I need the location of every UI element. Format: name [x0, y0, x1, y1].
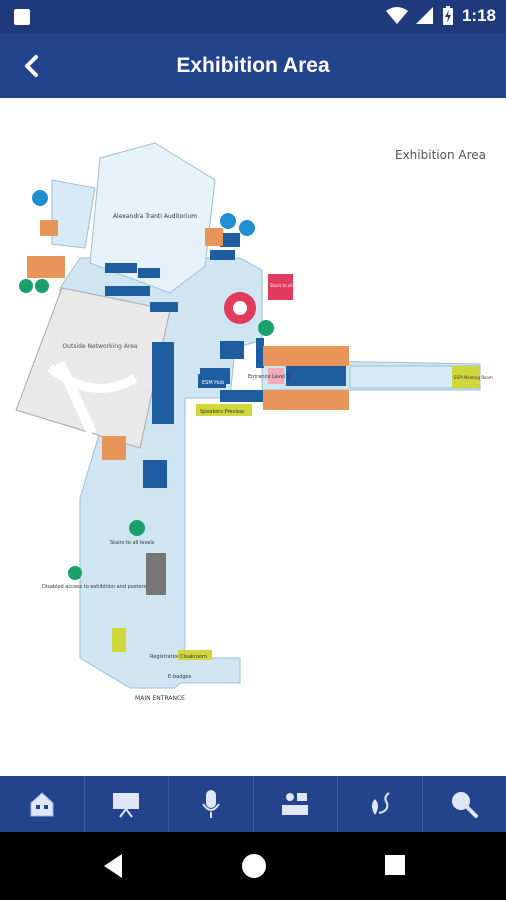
map-heading: Exhibition Area [395, 148, 486, 162]
floor-plan[interactable]: Alexandra Tranti Auditorium Outside Netw… [0, 98, 506, 776]
badges-label: E-badges [168, 674, 192, 680]
exhibitor-desk-icon [282, 793, 309, 815]
stairs-callout [268, 274, 293, 300]
toilet-icon [32, 190, 48, 206]
disabled-access-icon [68, 566, 82, 580]
home-circle-icon[interactable] [240, 852, 268, 880]
back-triangle-icon[interactable] [100, 852, 126, 880]
search-icon [452, 792, 479, 818]
cloakroom [178, 650, 212, 660]
accessible-icon [220, 213, 255, 236]
back-arrow-icon[interactable] [18, 52, 46, 80]
lift-icon [258, 320, 274, 336]
speakers-label: Speakers Preview [200, 409, 244, 415]
system-navigation-bar [0, 832, 506, 900]
auditorium-label: Alexandra Tranti Auditorium [113, 213, 197, 220]
hall-north [263, 346, 349, 366]
service-north [205, 228, 223, 246]
battery-charging-icon [442, 6, 453, 25]
left-room [51, 179, 96, 249]
main-entrance-label: MAIN ENTRANCE [135, 695, 185, 702]
registration-label: Registration [150, 654, 180, 660]
auditorium-area [89, 142, 216, 294]
stairs-core [233, 301, 247, 315]
espi-meeting-room [452, 366, 480, 388]
cloakroom-label: Cloakroom [180, 654, 207, 660]
left-room-booth [40, 220, 58, 236]
lift-icon-lower [129, 520, 145, 536]
espi-label: ESPI Meeting Room [454, 375, 493, 380]
tab-floorplan[interactable] [338, 776, 423, 832]
outside-walkway [47, 364, 138, 393]
accessible-lift-icon [19, 279, 49, 293]
page-title: Exhibition Area [176, 54, 330, 77]
entrance-label: Entrance Level 1 [248, 374, 290, 380]
status-time: 1:18 [461, 6, 496, 25]
presentation-icon [113, 793, 140, 818]
recents-square-icon[interactable] [382, 852, 408, 878]
tab-speakers[interactable] [169, 776, 254, 832]
tab-exhibitors[interactable] [254, 776, 338, 832]
entrance-level-1 [268, 368, 284, 384]
tab-home[interactable] [0, 776, 85, 832]
booth-group [105, 233, 346, 488]
stairs-lower [146, 553, 166, 595]
hall-south [263, 390, 349, 410]
home-icon [30, 792, 54, 817]
route-pin-icon [371, 792, 390, 815]
registration-desk [112, 628, 126, 652]
tab-search[interactable] [423, 776, 506, 832]
stairs-label: Stairs to all levels [270, 283, 306, 288]
tab-program[interactable] [85, 776, 169, 832]
speakers-preview [196, 404, 252, 416]
outside-walkway-stem [55, 360, 97, 436]
floor-map[interactable]: Exhibition Area Alexandra Tranti Auditor… [0, 98, 506, 776]
cellular-signal-icon [415, 7, 433, 24]
wifi-icon [385, 7, 408, 24]
left-room-service [27, 256, 65, 278]
hub-label: ESM Hub [202, 380, 224, 386]
disabled-label: Disabled access to exhibition and poster… [42, 584, 147, 590]
service-west [102, 436, 126, 460]
status-bar: 1:18 [0, 0, 506, 34]
stairs2-label: Stairs to all levels [110, 540, 155, 546]
app-bar: Exhibition Area [0, 34, 506, 98]
outside-networking-area [15, 287, 171, 449]
outside-label: Outside Networking Area [62, 343, 137, 350]
microphone-icon [201, 790, 220, 818]
sim-card-icon [14, 9, 30, 25]
esm-hub [198, 374, 226, 388]
bottom-navigation [0, 776, 506, 832]
